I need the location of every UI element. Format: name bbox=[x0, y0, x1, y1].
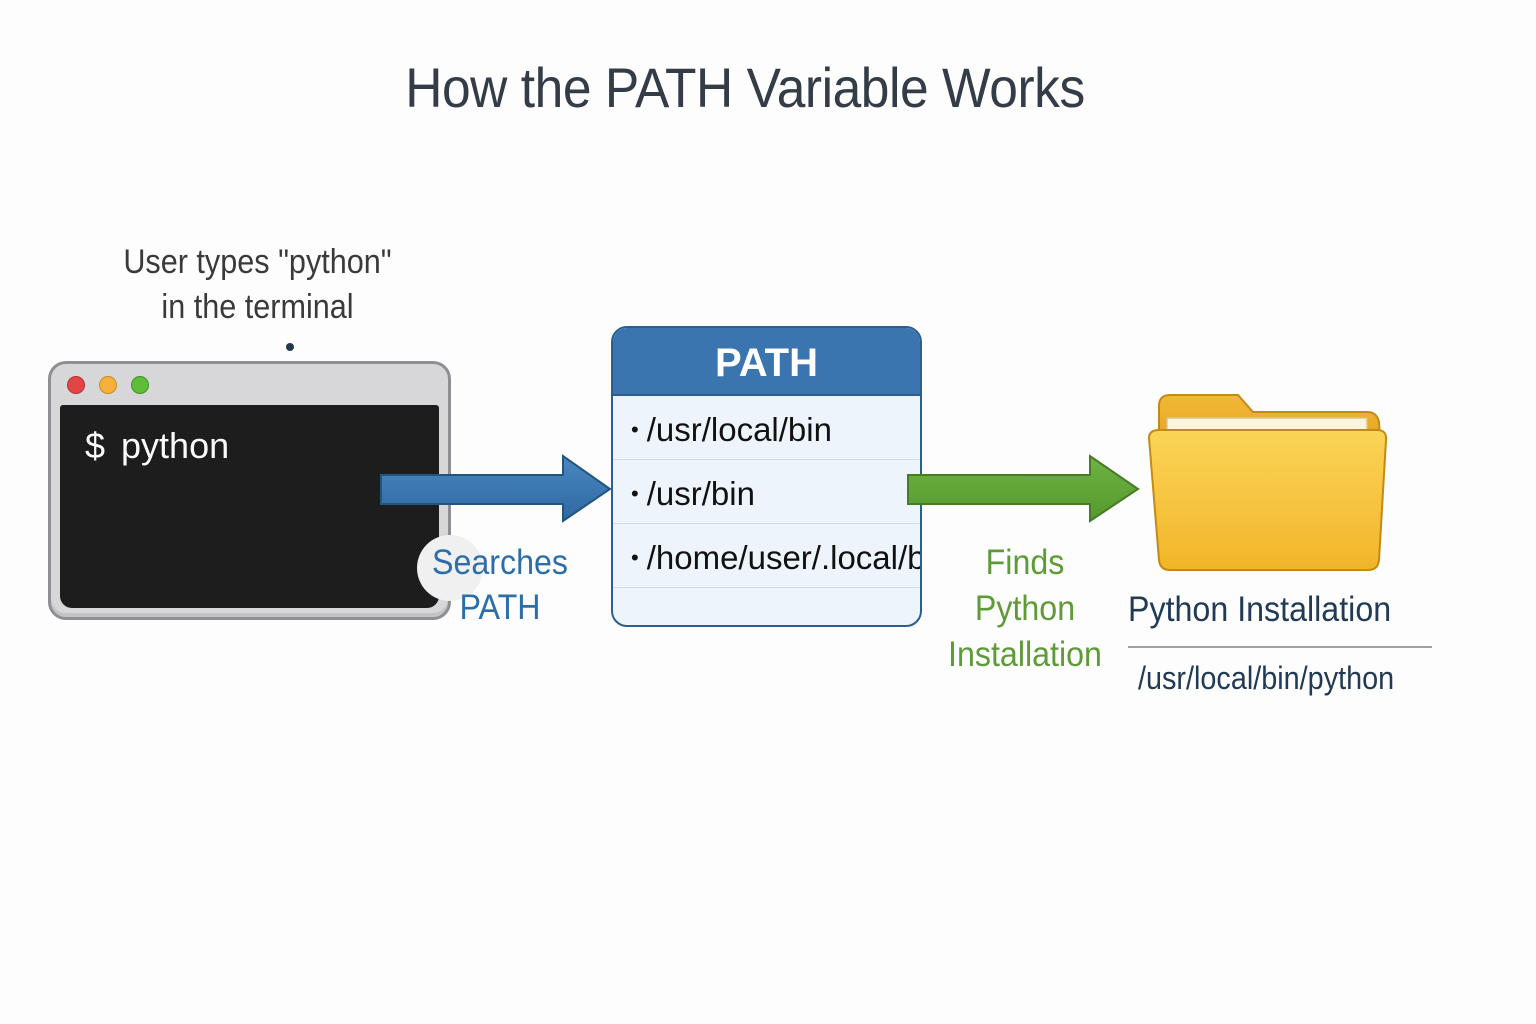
installation-path: /usr/local/bin/python bbox=[1138, 660, 1395, 696]
path-variable-box: PATH • /usr/local/bin • /usr/bin • /home/us… bbox=[611, 326, 922, 627]
bullet-icon: • bbox=[631, 481, 639, 506]
finds-line1: Finds bbox=[985, 543, 1065, 582]
installation-title: Python Installation bbox=[1128, 590, 1392, 629]
terminal-command: python bbox=[121, 425, 230, 466]
maximize-dot-icon bbox=[131, 376, 149, 394]
finds-line3: Installation bbox=[948, 635, 1102, 674]
bullet-icon: • bbox=[631, 545, 639, 570]
diagram-title: How the PATH Variable Works bbox=[405, 56, 1085, 119]
folder-icon bbox=[1147, 394, 1388, 571]
bullet-icon: • bbox=[631, 417, 639, 442]
searches-line2: PATH bbox=[459, 588, 541, 627]
terminal-prompt: $ python bbox=[85, 425, 229, 467]
finds-line2: Python bbox=[974, 589, 1076, 628]
path-entry: • /usr/bin bbox=[613, 460, 920, 524]
path-box-header: PATH bbox=[613, 328, 920, 396]
path-entry: • /usr/local/bin bbox=[613, 396, 920, 460]
path-entry-text: /usr/local/bin bbox=[646, 411, 832, 448]
finds-python-label: Finds Python Installation bbox=[938, 540, 1113, 678]
green-arrow-icon bbox=[907, 454, 1140, 523]
path-entry-text: /usr/bin bbox=[646, 475, 755, 512]
path-entry-text: /home/user/.local/bin bbox=[646, 539, 920, 576]
minimize-dot-icon bbox=[99, 376, 117, 394]
blue-arrow-icon bbox=[380, 454, 612, 523]
user-caption: User types "python" in the terminal bbox=[107, 240, 409, 330]
close-dot-icon bbox=[67, 376, 85, 394]
user-caption-line1: User types "python" bbox=[123, 243, 392, 281]
label-bubble bbox=[417, 535, 483, 601]
prompt-symbol: $ bbox=[85, 425, 106, 466]
searches-line1: Searches bbox=[431, 543, 569, 582]
searches-path-label: Searches PATH bbox=[431, 540, 569, 630]
connector-dot bbox=[286, 343, 294, 351]
divider bbox=[1128, 646, 1432, 648]
user-caption-line2: in the terminal bbox=[161, 288, 354, 326]
terminal-screen: $ python bbox=[60, 405, 439, 608]
path-entry: • /home/user/.local/bin bbox=[613, 524, 920, 588]
